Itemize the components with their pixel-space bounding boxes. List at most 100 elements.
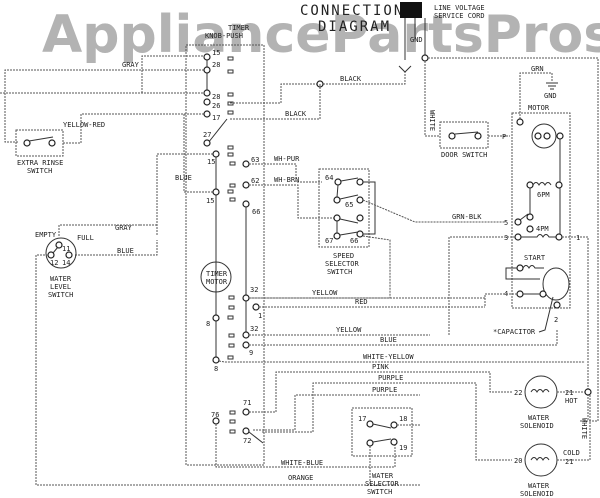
4pm-switch-terminal: [526, 225, 534, 233]
wire-motor-3: [448, 236, 515, 335]
terminal-27: [203, 139, 211, 147]
terminal-62: [242, 181, 250, 189]
wire-motor-1: [562, 236, 589, 421]
speed-terminal-65: [356, 196, 364, 204]
terminal-63: [242, 160, 250, 168]
water-selector-label-18: 18: [399, 415, 407, 423]
solenoid-common-terminal: [584, 388, 592, 396]
motor-speed-contact: [519, 213, 529, 221]
motor-ground-terminal: [516, 118, 524, 126]
service-cord-label-line1: LINE VOLTAGE: [434, 4, 485, 12]
timer-tab: [229, 183, 236, 188]
door-switch-contact: [454, 131, 479, 135]
capacitor-icon: [542, 267, 570, 301]
motor-terminal-3: [514, 233, 522, 241]
speed-switch-label-line1: SPEED: [333, 252, 354, 260]
terminal-28b: [203, 89, 211, 97]
timer-tab: [227, 69, 234, 74]
water-level-full-label: FULL: [77, 234, 94, 242]
terminal-1: [252, 303, 260, 311]
motor-protector-terminal-b: [543, 132, 551, 140]
terminal-71: [242, 408, 250, 416]
cord-gnd-label: GND: [410, 36, 423, 44]
capacitor-terminal-2: [553, 301, 561, 309]
wire-label-blue-low: BLUE: [380, 336, 397, 344]
water-selector-terminal-19: [390, 438, 398, 446]
wire-label-yellow1: YELLOW: [312, 289, 338, 297]
terminal-label-15a: 15: [212, 49, 220, 57]
extra-rinse-label-line2: SWITCH: [27, 167, 52, 175]
speed-terminal-64b: [356, 178, 364, 186]
extra-rinse-switch[interactable]: [15, 129, 64, 157]
wire-grn: [519, 72, 553, 122]
speed-contact-d: [339, 231, 359, 236]
timer-tab: [228, 343, 235, 348]
water-level-switch[interactable]: [45, 237, 77, 269]
start-internal-wire: [505, 267, 540, 280]
wire-yellow-red: [63, 113, 210, 144]
wire-gray-top: [4, 69, 210, 143]
terminal-28a: [203, 66, 211, 74]
water-level-label-11: 11: [62, 245, 70, 253]
motor-terminal-5: [514, 218, 522, 226]
wire-label-gray-top: GRAY: [122, 61, 140, 69]
wire-label-black-lower: BLACK: [285, 110, 307, 118]
timer-label-line1: TIMER: [228, 24, 250, 32]
start-winding-label: START: [524, 254, 546, 262]
wire-label-purple2: PURPLE: [372, 386, 397, 394]
wire-label-black-upper: BLACK: [340, 75, 362, 83]
terminal-label-62: 62: [251, 177, 259, 185]
wire-label-orange: ORANGE: [288, 474, 313, 482]
wire-label-white-top: WHITE: [428, 110, 436, 131]
water-selector-label-17: 17: [358, 415, 366, 423]
terminal-32b: [242, 331, 250, 339]
timer-label-line2: KNOB-PUSH: [205, 32, 243, 40]
water-selector-terminal-17: [366, 420, 374, 428]
timer-tab: [229, 197, 236, 202]
terminal-8a: [212, 314, 220, 322]
speed-terminal-label-64: 64: [325, 174, 333, 182]
solenoid-hot-coil-icon: [530, 389, 550, 393]
wire-purple1: [262, 382, 512, 461]
wire-white-blue: [215, 424, 396, 468]
door-switch-label: DOOR SWITCH: [441, 151, 487, 159]
water-selector-label-line1: WATER: [372, 472, 394, 480]
water-selector-label-line2: SELECTOR: [365, 480, 400, 488]
speed-terminal-label-67: 67: [325, 237, 333, 245]
water-selector-switch[interactable]: [351, 407, 413, 457]
solenoid-cold-label-line1: WATER: [528, 482, 550, 490]
wire-label-purple1: PURPLE: [378, 374, 403, 382]
timer-tab: [227, 110, 234, 115]
water-solenoid-hot[interactable]: [524, 375, 558, 409]
timer-tab: [227, 355, 234, 360]
wire-blue-low: [249, 330, 558, 346]
water-solenoid-cold[interactable]: [524, 443, 558, 477]
extra-rinse-contact: [28, 136, 54, 142]
solenoid-cold-label: COLD: [563, 449, 580, 457]
terminal-label-9: 9: [249, 349, 253, 357]
speed-terminal-label-65: 65: [345, 201, 353, 209]
speed-selector-switch[interactable]: [318, 168, 370, 248]
terminal-label-15c: 15: [206, 197, 214, 205]
wire-gray-mid-feed: [156, 153, 216, 235]
timer-motor-label-line1: TIMER: [206, 270, 228, 278]
wire-label-wh-brn: WH-BRN: [274, 176, 299, 184]
door-switch[interactable]: [439, 121, 489, 149]
timer-tab: [228, 305, 235, 310]
diagram-title-line1: CONNECTION: [300, 3, 404, 19]
timer-block: [185, 44, 265, 466]
timer-tab: [228, 333, 235, 338]
solenoid-hot-label-line1: WATER: [528, 414, 550, 422]
wire-label-gray-mid: GRAY: [115, 224, 133, 232]
water-level-label-12: 12: [50, 259, 58, 267]
motor-terminal-label-p: P: [502, 133, 506, 141]
timer-tab: [227, 315, 234, 320]
4pm-terminal-right: [555, 233, 563, 241]
motor-terminal-label-2: 2: [554, 316, 558, 324]
terminal-8b: [212, 356, 220, 364]
terminal-32a: [242, 294, 250, 302]
motor-protector-icon: [531, 123, 557, 149]
service-cord-plug-icon: [400, 2, 422, 18]
solenoid-cold-coil-icon: [530, 457, 550, 461]
6pm-label: 6PM: [537, 191, 550, 199]
